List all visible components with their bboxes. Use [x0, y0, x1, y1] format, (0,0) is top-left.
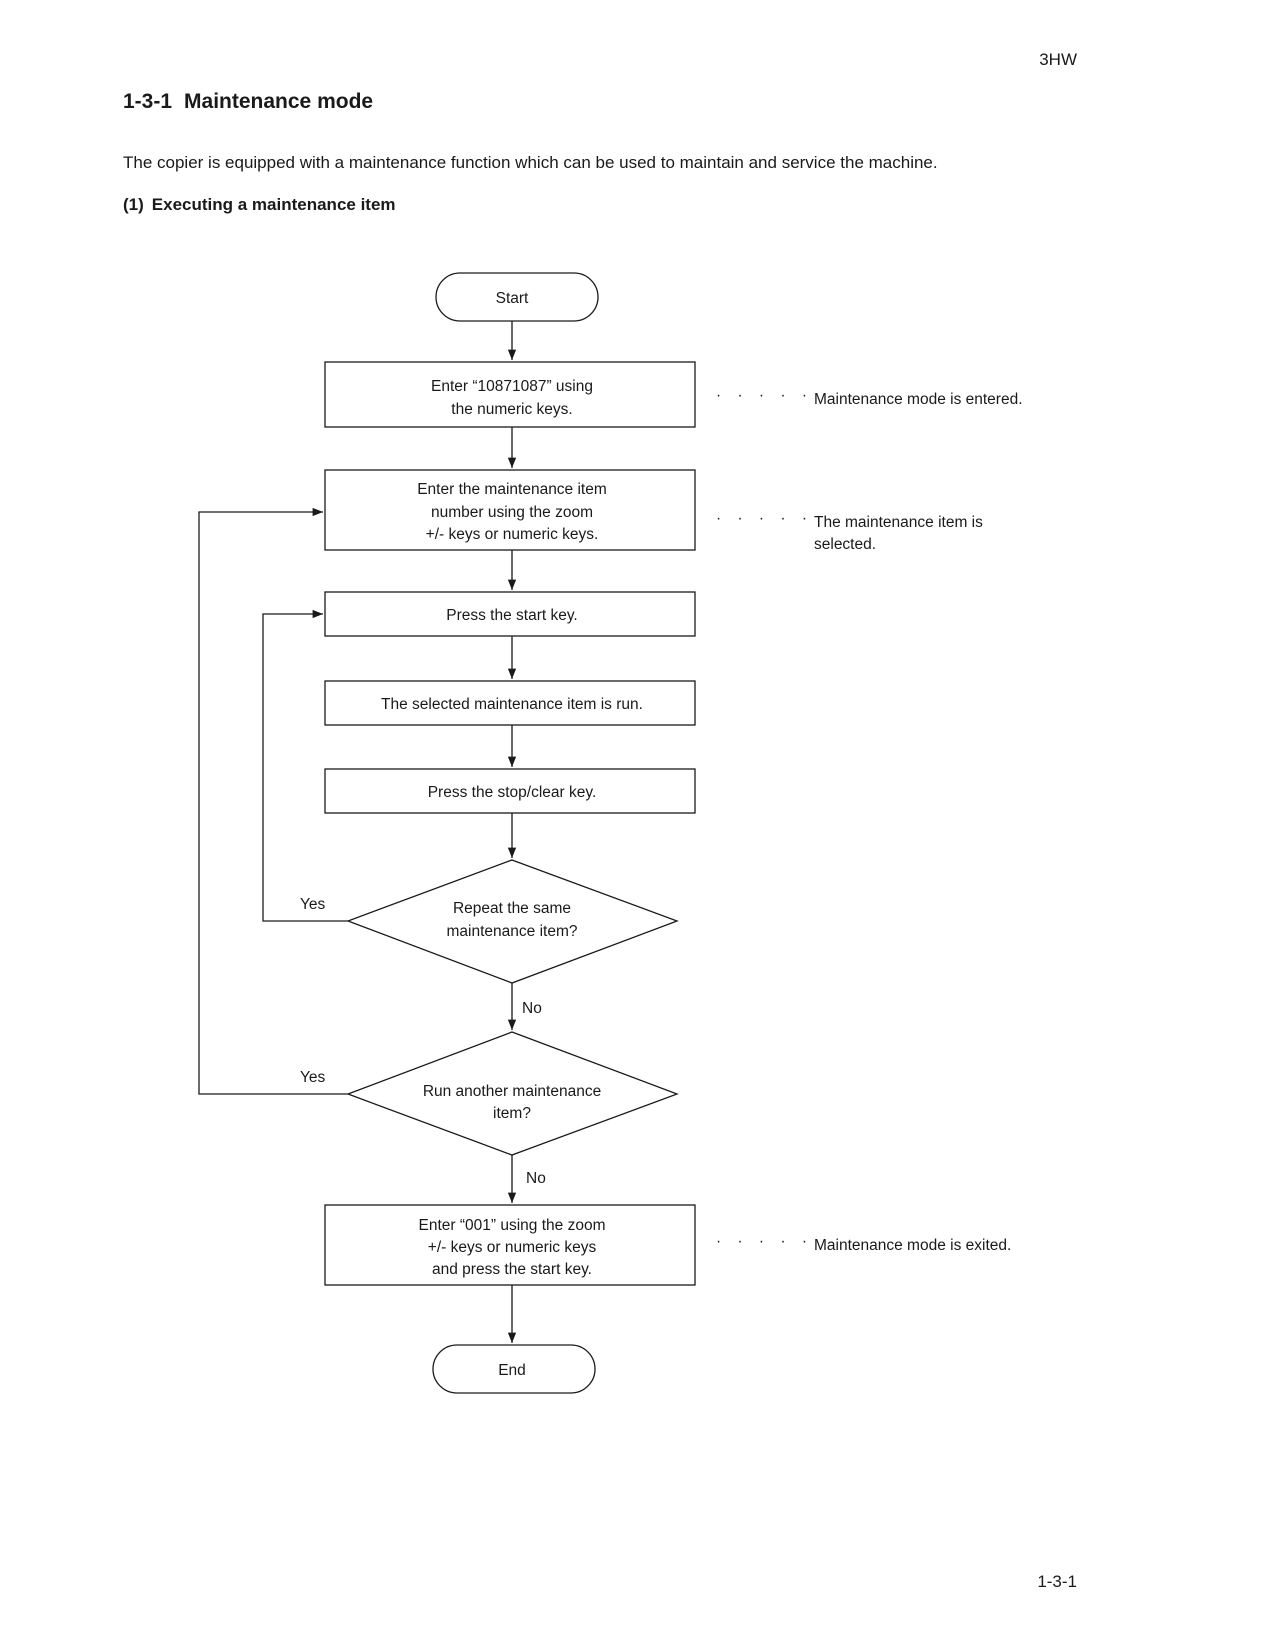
- loop-yes-to-enter-item-number: [198, 507, 348, 1095]
- step-exit-mode: [324, 1204, 696, 1286]
- start-terminal: [435, 272, 599, 322]
- step-press-start: [324, 591, 696, 637]
- step-enter-code: [324, 361, 696, 428]
- decision-repeat-yes-label: Yes: [300, 896, 326, 913]
- step-exit-mode-line1: Enter “001” using the zoom: [419, 1217, 606, 1234]
- step-item-run-label: The selected maintenance item is run.: [381, 696, 643, 713]
- decision-another-no-label: No: [526, 1170, 546, 1187]
- step-enter-code-line2: the numeric keys.: [451, 401, 572, 418]
- subsection-title-text: Executing a maintenance item: [151, 195, 396, 214]
- step-press-stop-clear: [324, 768, 696, 814]
- section-number: 1-3-1: [123, 90, 173, 113]
- leader-dots-entered: · · · · ·: [716, 387, 813, 404]
- step-exit-mode-line3: and press the start key.: [432, 1261, 592, 1278]
- end-terminal: [432, 1344, 596, 1394]
- leader-dots-exited: · · · · ·: [716, 1233, 813, 1250]
- step-enter-item-number-line3: +/- keys or numeric keys.: [426, 526, 599, 543]
- step-enter-item-number-line1: Enter the maintenance item: [417, 481, 607, 498]
- note-mode-entered: Maintenance mode is entered.: [814, 391, 1023, 408]
- step-item-run: [324, 680, 696, 726]
- step-press-start-label: Press the start key.: [446, 607, 578, 624]
- decision-repeat-same-item: [346, 859, 679, 984]
- page-number: 1-3-1: [1037, 1572, 1077, 1591]
- decision-another-line1: Run another maintenance: [423, 1083, 601, 1100]
- section-title: 1-3-1 Maintenance mode: [123, 90, 373, 114]
- step-press-stop-clear-label: Press the stop/clear key.: [428, 784, 597, 801]
- decision-repeat-no-label: No: [522, 1000, 542, 1017]
- step-exit-mode-line2: +/- keys or numeric keys: [428, 1239, 597, 1256]
- note-item-selected-line2: selected.: [814, 536, 876, 553]
- subsection-number: (1): [123, 195, 144, 214]
- note-item-selected-line1: The maintenance item is: [814, 514, 983, 531]
- decision-another-yes-label: Yes: [300, 1069, 326, 1086]
- end-label: End: [498, 1362, 526, 1379]
- leader-dots-selected: · · · · ·: [716, 510, 813, 527]
- decision-repeat-line2: maintenance item?: [447, 923, 578, 940]
- decision-repeat-line1: Repeat the same: [453, 900, 571, 917]
- step-enter-item-number-line2: number using the zoom: [431, 504, 593, 521]
- decision-another-line2: item?: [493, 1105, 531, 1122]
- subsection-title: (1) Executing a maintenance item: [123, 195, 396, 215]
- start-label: Start: [496, 290, 529, 307]
- step-enter-item-number: [324, 469, 696, 551]
- document-code: 3HW: [1039, 50, 1077, 69]
- section-title-text: Maintenance mode: [184, 90, 374, 113]
- step-enter-code-line1: Enter “10871087” using: [431, 378, 593, 395]
- loop-yes-to-press-start: [262, 609, 348, 922]
- intro-paragraph: The copier is equipped with a maintenanc…: [123, 153, 938, 172]
- note-mode-exited: Maintenance mode is exited.: [814, 1237, 1011, 1254]
